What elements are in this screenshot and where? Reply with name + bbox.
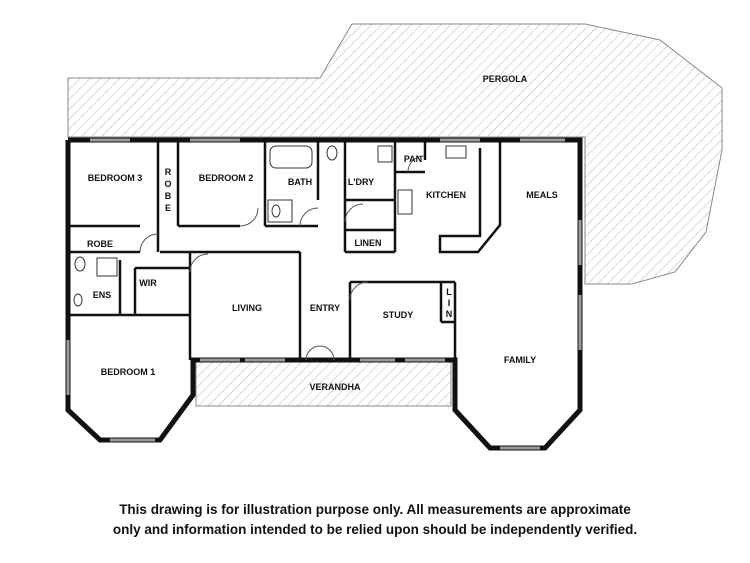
floor-fill [68,140,580,448]
bathtub-icon [269,145,313,169]
ensuite-basin-icon [73,293,83,307]
verandha-label: VERANDHA [309,382,361,392]
interior-walls [66,138,502,360]
linen-label: LINEN [355,238,382,248]
ensuite-shower-icon [96,257,118,277]
door-swings [139,155,425,361]
bedroom2-label: BEDROOM 2 [199,173,254,183]
basin-icon [271,204,281,218]
bedroom3-label: BEDROOM 3 [88,173,143,183]
trough-icon [377,145,393,163]
windows [66,138,582,450]
wir-label: WIR [139,278,157,288]
toilet-icon [326,145,338,161]
disclaimer-line-2: only and information intended to be reli… [112,522,638,537]
robe-vertical-label-b: B [165,191,172,201]
robe-vertical-label-o: O [164,179,171,189]
ensuite-toilet-icon [74,256,86,272]
bath-label: BATH [288,177,312,187]
robe-vertical-label-r: R [165,167,172,177]
bedroom1-label: BEDROOM 1 [101,367,156,377]
fixtures [73,145,467,307]
sink-icon [445,145,467,159]
family-label: FAMILY [504,355,536,365]
lin-vertical-label-l: L [446,287,452,297]
laundry-label: L'DRY [348,177,374,187]
verandha-area [195,361,452,407]
ensuite-label: ENS [93,290,112,300]
lin-vertical-label-n: N [446,309,453,319]
meals-label: MEALS [526,190,558,200]
kitchen-label: KITCHEN [426,190,466,200]
pergola-area [67,23,723,285]
robe-vertical-label-e: E [165,203,171,213]
stove-icon [397,189,413,215]
pantry-label: PAN [404,154,422,164]
robe-label: ROBE [87,239,113,249]
study-label: STUDY [383,310,414,320]
lin-vertical-label-i: I [448,298,451,308]
entry-label: ENTRY [310,303,340,313]
living-label: LIVING [232,303,262,313]
pergola-label: PERGOLA [483,74,528,84]
disclaimer-line-1: This drawing is for illustration purpose… [119,502,631,517]
